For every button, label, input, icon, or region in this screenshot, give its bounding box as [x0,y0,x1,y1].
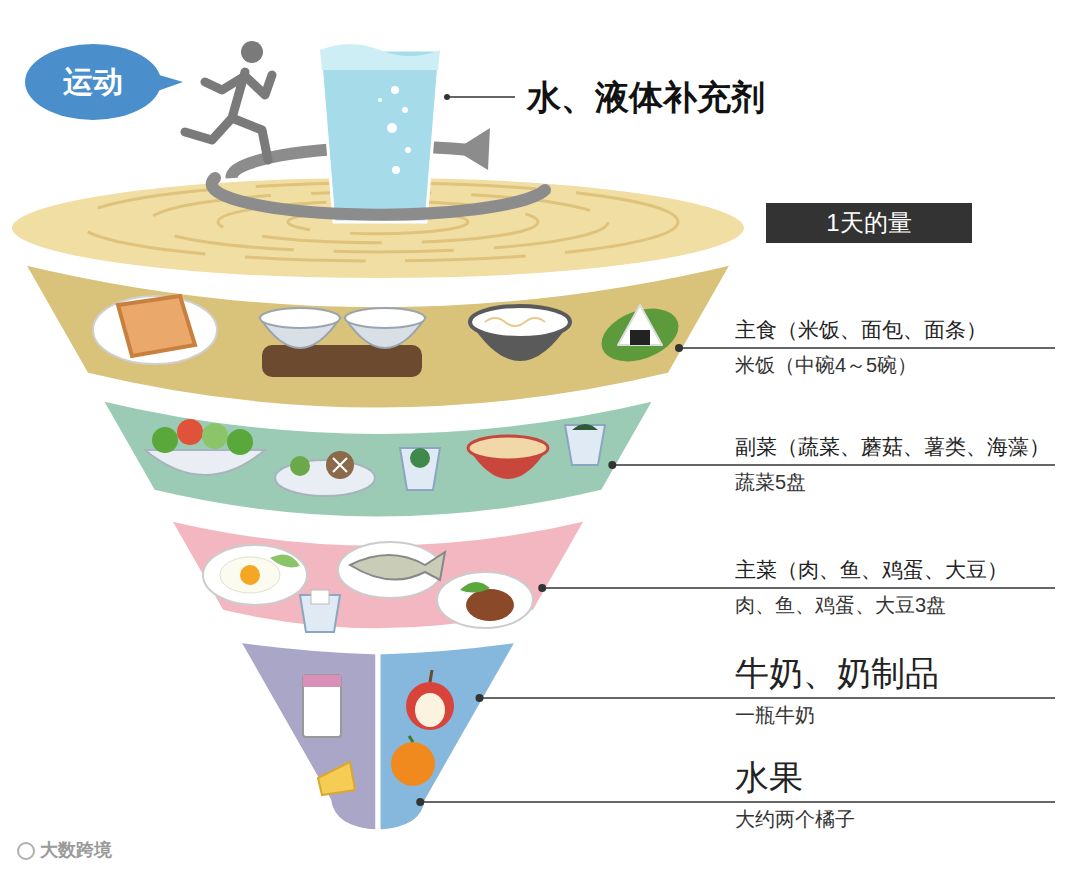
leader-line [612,464,1055,466]
garnish [270,554,300,567]
dairy-band [237,640,378,832]
serving-note: 蔬菜5盘 [735,471,806,494]
egg-white [220,557,280,593]
apple [406,682,454,730]
tofu [311,590,329,604]
small-cup [565,425,605,465]
leader-dot [416,798,424,806]
swirl-arrow [212,178,545,215]
meat-plate [437,572,533,628]
leader-dot [475,694,483,702]
group-heading: 牛奶、奶制品 [735,654,939,693]
apple-cut [415,693,445,727]
group-heading: 主菜（肉、鱼、鸡蛋、大豆） [735,558,1008,582]
fruit-band [378,640,519,832]
leader-line [542,587,1055,589]
milk-glass [303,675,341,737]
watermark-logo [18,843,34,859]
orange-stem [409,736,413,742]
meat [466,589,514,621]
header-text: 1天的量 [826,209,911,238]
spinach [410,448,430,468]
water-surface [320,44,440,70]
plate [93,296,217,364]
orange [391,742,435,786]
header-box: 1天的量 [766,203,972,244]
greens [290,456,310,476]
water-glass [320,50,440,222]
group-heading: 副菜（蔬菜、蘑菇、薯类、海藻） [735,435,1050,459]
speech-bubble: 运动 [25,44,161,120]
bubble-ellipse [25,44,161,120]
rice [260,308,340,328]
group-heading: 水果 [735,758,803,797]
nori [630,330,650,345]
arrow-head [455,128,490,170]
leader-line [447,96,515,98]
salad-leaf [227,429,253,455]
leader-dot [538,584,546,592]
fish [350,552,445,580]
group-heading: 主食（米饭、面包、面条） [735,318,987,342]
egg-yolk [240,565,260,585]
apple-stem [430,670,432,682]
leader-line [479,697,1055,699]
toast [118,296,195,356]
bubble [405,147,411,153]
runner-head [241,41,263,63]
mushroom-cut [333,458,347,472]
salad-leaf [202,423,228,449]
small-cup [400,448,440,490]
mushroom [326,451,354,479]
noodles [470,306,570,338]
rice [345,308,425,328]
drink-label: 水、液体补充剂 [527,78,765,117]
salad-bowl [145,450,265,475]
bubble [378,98,382,102]
glass-rim [303,675,341,687]
seaweed [572,424,598,430]
miso-soup [468,436,548,460]
onigiri [618,305,662,345]
egg-plate [203,545,307,605]
leader-line [420,801,1055,803]
leader-dot [444,94,450,100]
serving-note: 大约两个橘子 [735,808,855,831]
tray [262,345,422,377]
bubble-text: 运动 [63,64,123,100]
leader-dot [675,344,683,352]
serving-note: 一瓶牛奶 [735,704,815,727]
bubble [402,107,408,113]
noodle-strands [485,318,545,326]
runner-arms [205,75,272,95]
leaf [594,299,686,371]
runner-legs [185,118,268,160]
side-dish-band [100,398,657,519]
staple-band [22,262,734,410]
salad-leaf [152,427,178,453]
leader-dot [608,461,616,469]
side-plate [275,460,375,496]
serving-note: 肉、鱼、鸡蛋、大豆3盘 [735,594,946,617]
cheese [318,762,355,795]
watermark: 大数跨境 [40,840,112,861]
leader-line [679,347,1055,349]
bubble [392,166,400,174]
serving-note: 米饭（中碗4～5碗） [735,354,917,377]
runner-figure [185,41,272,160]
garnish [460,582,490,593]
salad-leaf [177,419,203,445]
bubble [391,86,399,94]
bubble [387,123,397,133]
main-dish-band [168,518,588,631]
